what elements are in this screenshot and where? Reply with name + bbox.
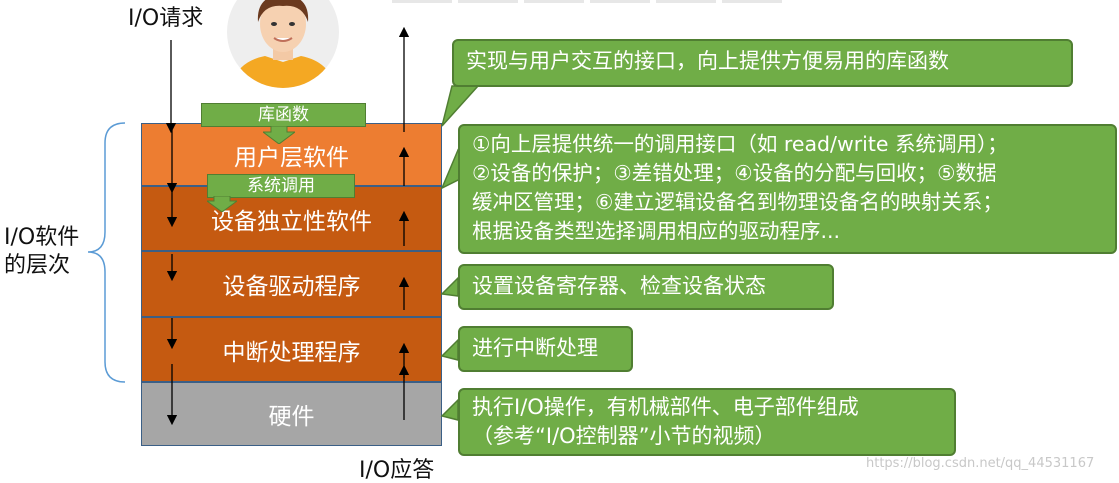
layer-device-driver-label: 设备驱动程序	[222, 274, 361, 300]
layer-device-independent-software-label: 设备独立性软件	[211, 208, 372, 235]
callout-hardware-line-2: （参考“I/O控制器”小节的视频）	[472, 424, 776, 448]
callout-user-software: 实现与用户交互的接口，向上提供方便易用的库函数	[452, 39, 1073, 87]
callout-interrupt-handler-line-1: 进行中断处理	[472, 336, 598, 360]
software-levels-brace	[87, 122, 126, 383]
top-tab-5	[656, 0, 716, 3]
watermark-url: https://blog.csdn.net/qq_44531167	[866, 456, 1095, 471]
request-down-arrows	[165, 40, 178, 426]
io-request-label: I/O请求	[128, 6, 204, 31]
top-tab-4	[590, 0, 650, 3]
callout-device-independent-line-2: ②设备的保护；③差错处理；④设备的分配与回收；⑤数据	[472, 161, 997, 185]
callout-hardware-line-1: 执行I/O操作，有机械部件、电子部件组成	[472, 395, 859, 419]
layer-interrupt-handler: 中断处理程序	[141, 317, 442, 382]
callout-device-driver: 设置设备寄存器、检查设备状态	[458, 264, 834, 310]
io-software-levels-line-1: I/O软件	[4, 225, 80, 250]
io-software-levels-label: I/O软件 的层次	[4, 224, 79, 280]
callout-device-independent: ①向上层提供统一的调用接口（如 read/write 系统调用）； ②设备的保护…	[458, 124, 1117, 254]
io-response-label: I/O应答	[359, 458, 435, 483]
io-software-levels-line-2: 的层次	[4, 253, 71, 278]
layer-user-software-label: 用户层软件	[234, 144, 349, 171]
syscall-down-arrow-icon	[207, 196, 237, 212]
top-tab-1	[392, 0, 452, 3]
callout-interrupt-handler: 进行中断处理	[458, 326, 633, 372]
callout-hardware: 执行I/O操作，有机械部件、电子部件组成 （参考“I/O控制器”小节的视频）	[458, 388, 956, 456]
layer-interrupt-handler-label: 中断处理程序	[222, 339, 361, 366]
top-tab-6	[722, 0, 782, 3]
layer-device-independent-software: 设备独立性软件	[141, 186, 442, 251]
library-down-arrow-icon	[263, 126, 295, 144]
user-avatar	[227, 0, 339, 88]
callout-device-independent-line-4: 根据设备类型选择调用相应的驱动程序...	[472, 219, 841, 243]
callout-user-software-line-1: 实现与用户交互的接口，向上提供方便易用的库函数	[466, 49, 949, 73]
callout-device-driver-line-1: 设置设备寄存器、检查设备状态	[472, 274, 766, 298]
system-call-tag: 系统调用	[207, 174, 355, 198]
layer-device-driver: 设备驱动程序	[141, 251, 442, 317]
callout-device-independent-line-3: 缓冲区管理；⑥建立逻辑设备名到物理设备名的映射关系；	[472, 190, 1003, 214]
layer-hardware: 硬件	[141, 382, 442, 446]
callout-device-independent-line-1: ①向上层提供统一的调用接口（如 read/write 系统调用）；	[472, 132, 1008, 156]
top-tab-2	[458, 0, 518, 3]
layer-hardware-label: 硬件	[268, 404, 315, 430]
top-tab-3	[524, 0, 584, 3]
